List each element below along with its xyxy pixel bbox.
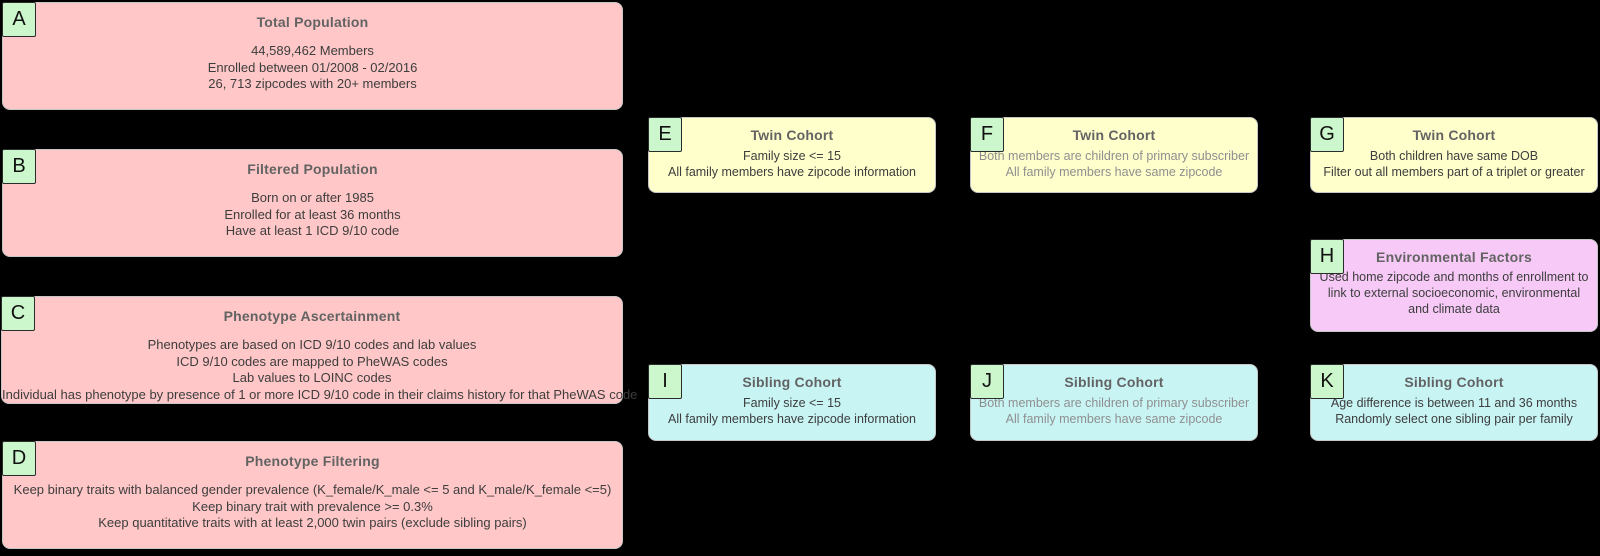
node-line: Age difference is between 11 and 36 mont… bbox=[1330, 396, 1578, 410]
node-line: Keep quantitative traits with at least 2… bbox=[98, 515, 527, 530]
node-line: Both members are children of primary sub… bbox=[978, 396, 1250, 410]
node-phenotype-filtering: D Phenotype Filtering Keep binary traits… bbox=[2, 441, 623, 549]
node-title: Twin Cohort bbox=[750, 127, 834, 143]
node-line: All family members have same zipcode bbox=[1005, 165, 1223, 179]
node-twin-cohort-1: E Twin Cohort Family size <= 15 All fami… bbox=[648, 117, 936, 193]
node-title: Phenotype Filtering bbox=[245, 453, 380, 469]
node-line: All family members have zipcode informat… bbox=[667, 412, 917, 426]
node-body: 44,589,462 Members Enrolled between 01/2… bbox=[3, 43, 622, 93]
node-body: Age difference is between 11 and 36 mont… bbox=[1311, 395, 1597, 427]
node-line: Have at least 1 ICD 9/10 code bbox=[225, 223, 400, 238]
node-filtered-population: B Filtered Population Born on or after 1… bbox=[2, 149, 623, 257]
node-body: Both members are children of primary sub… bbox=[971, 395, 1257, 427]
node-title: Sibling Cohort bbox=[1064, 374, 1164, 390]
node-line: Enrolled between 01/2008 - 02/2016 bbox=[207, 59, 418, 75]
node-environmental-factors: H Environmental Factors Used home zipcod… bbox=[1310, 239, 1598, 332]
node-line: Keep binary trait with prevalence >= 0.3… bbox=[192, 498, 433, 514]
node-body: Used home zipcode and months of enrollme… bbox=[1319, 270, 1589, 316]
node-title: Total Population bbox=[256, 14, 369, 30]
node-line: Family size <= 15 bbox=[743, 149, 841, 163]
node-body: Both members are children of primary sub… bbox=[971, 148, 1257, 180]
node-line: Phenotypes are based on ICD 9/10 codes a… bbox=[147, 337, 477, 352]
node-letter-badge: H bbox=[1310, 239, 1344, 274]
node-body: Born on or after 1985 Enrolled for at le… bbox=[3, 190, 622, 240]
node-line: 44,589,462 Members bbox=[251, 43, 374, 58]
node-letter-badge: G bbox=[1310, 117, 1344, 152]
node-line: Born on or after 1985 bbox=[251, 190, 374, 205]
node-body: Phenotypes are based on ICD 9/10 codes a… bbox=[2, 337, 638, 403]
node-body: Both children have same DOB Filter out a… bbox=[1311, 148, 1597, 180]
node-line: All family members have same zipcode bbox=[1005, 412, 1223, 426]
node-line: Keep binary traits with balanced gender … bbox=[13, 482, 612, 497]
node-letter-badge: D bbox=[2, 441, 36, 476]
node-line: 26, 713 zipcodes with 20+ members bbox=[208, 76, 417, 91]
node-letter-badge: F bbox=[970, 117, 1004, 152]
node-line: Enrolled for at least 36 months bbox=[224, 206, 401, 222]
node-line: Lab values to LOINC codes bbox=[232, 370, 392, 385]
node-title: Filtered Population bbox=[247, 161, 378, 177]
node-sibling-cohort-3: K Sibling Cohort Age difference is betwe… bbox=[1310, 364, 1598, 441]
node-body: Family size <= 15 All family members hav… bbox=[649, 148, 935, 180]
node-sibling-cohort-1: I Sibling Cohort Family size <= 15 All f… bbox=[648, 364, 936, 441]
node-line: ICD 9/10 codes are mapped to PheWAS code… bbox=[176, 353, 448, 369]
node-letter-badge: J bbox=[970, 364, 1004, 399]
node-letter-badge: B bbox=[2, 149, 36, 184]
node-letter-badge: A bbox=[2, 2, 36, 37]
node-letter-badge: K bbox=[1310, 364, 1344, 399]
node-line: All family members have zipcode informat… bbox=[667, 165, 917, 179]
node-line: Filter out all members part of a triplet… bbox=[1323, 165, 1585, 179]
node-title: Twin Cohort bbox=[1072, 127, 1156, 143]
node-letter-badge: C bbox=[1, 296, 35, 331]
node-sibling-cohort-2: J Sibling Cohort Both members are childr… bbox=[970, 364, 1258, 441]
node-title: Sibling Cohort bbox=[742, 374, 842, 390]
node-letter-badge: E bbox=[648, 117, 682, 152]
node-twin-cohort-2: F Twin Cohort Both members are children … bbox=[970, 117, 1258, 193]
node-title: Sibling Cohort bbox=[1404, 374, 1504, 390]
node-letter-badge: I bbox=[648, 364, 682, 399]
node-title: Phenotype Ascertainment bbox=[223, 308, 401, 324]
node-line: Randomly select one sibling pair per fam… bbox=[1335, 412, 1573, 426]
node-title: Environmental Factors bbox=[1376, 249, 1532, 265]
node-body: Keep binary traits with balanced gender … bbox=[3, 482, 622, 532]
node-line: Individual has phenotype by presence of … bbox=[2, 386, 638, 402]
node-total-population: A Total Population 44,589,462 Members En… bbox=[2, 2, 623, 110]
node-line: Both children have same DOB bbox=[1369, 149, 1539, 163]
node-line: Family size <= 15 bbox=[743, 396, 841, 410]
node-title: Twin Cohort bbox=[1412, 127, 1496, 143]
node-body: Family size <= 15 All family members hav… bbox=[649, 395, 935, 427]
node-twin-cohort-3: G Twin Cohort Both children have same DO… bbox=[1310, 117, 1598, 193]
node-phenotype-ascertainment: C Phenotype Ascertainment Phenotypes are… bbox=[1, 296, 638, 404]
node-line: Both members are children of primary sub… bbox=[978, 149, 1250, 163]
